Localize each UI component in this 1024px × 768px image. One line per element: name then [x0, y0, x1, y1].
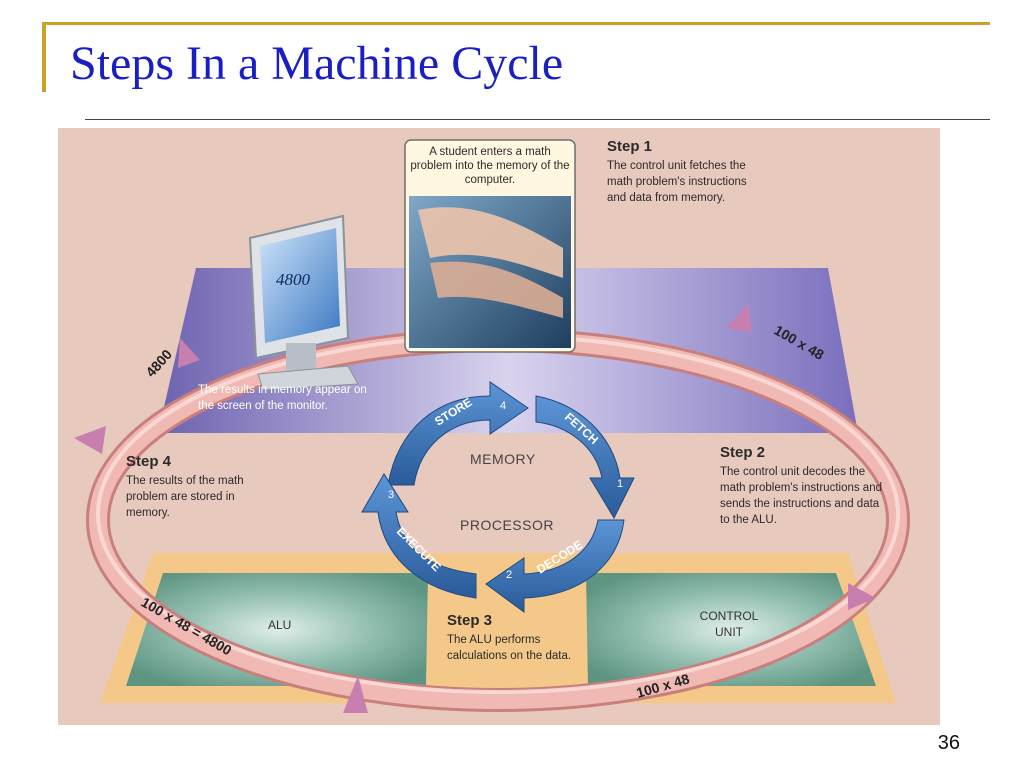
alu-label: ALU [268, 618, 292, 632]
diagram-canvas: STORE FETCH DECODE EXECUTE 4 1 2 3 100 x… [74, 139, 910, 713]
decode-number: 2 [506, 569, 512, 581]
loop-label-left: 4800 [142, 346, 175, 380]
title-rule [85, 119, 990, 120]
step-3-heading: Step 3 [447, 612, 493, 629]
cycle-arrows [361, 381, 635, 613]
step-2-heading: Step 2 [720, 444, 766, 461]
monitor-illustration [248, 214, 359, 391]
decode-arrow [485, 519, 625, 613]
loop-arrowhead-bottom [343, 676, 368, 713]
control-unit-box [586, 573, 876, 686]
alu-box [126, 573, 428, 686]
student-caption: A student enters a math problem into the… [410, 146, 570, 186]
step-4-heading: Step 4 [126, 453, 172, 470]
fetch-number: 1 [617, 478, 623, 490]
step-1-text: The control unit fetches the math proble… [607, 160, 747, 204]
student-photo-card [404, 139, 576, 353]
loop-arrowhead-top-right [726, 304, 752, 332]
fetch-arrow [535, 395, 635, 520]
step-3-text: The ALU performs calculations on the dat… [447, 634, 572, 662]
loop-arrowhead-upper-left [178, 338, 200, 368]
loop-arrowhead-right [848, 583, 876, 610]
store-number: 4 [500, 400, 506, 412]
slide-title: Steps In a Machine Cycle [70, 37, 564, 90]
machine-cycle-figure: STORE FETCH DECODE EXECUTE 4 1 2 3 100 x… [58, 128, 940, 725]
title-bracket-horizontal [42, 22, 990, 25]
step-4-text: The results of the math problem are stor… [126, 475, 244, 519]
execute-number: 3 [388, 489, 394, 501]
step-2-text: The control unit decodes the math proble… [720, 466, 882, 526]
monitor-value: 4800 [276, 270, 310, 289]
memory-label: MEMORY [470, 451, 536, 467]
execute-arrow [361, 473, 477, 599]
title-bracket-vertical [42, 22, 46, 92]
page-number: 36 [937, 732, 960, 754]
monitor-caption: The results in memory appear on the scre… [198, 384, 367, 412]
store-arrow [387, 381, 529, 486]
loop-arrowhead-left [74, 426, 106, 454]
control-unit-label: CONTROL UNIT [699, 609, 759, 639]
processor-label: PROCESSOR [460, 517, 554, 533]
step-1-heading: Step 1 [607, 138, 653, 155]
